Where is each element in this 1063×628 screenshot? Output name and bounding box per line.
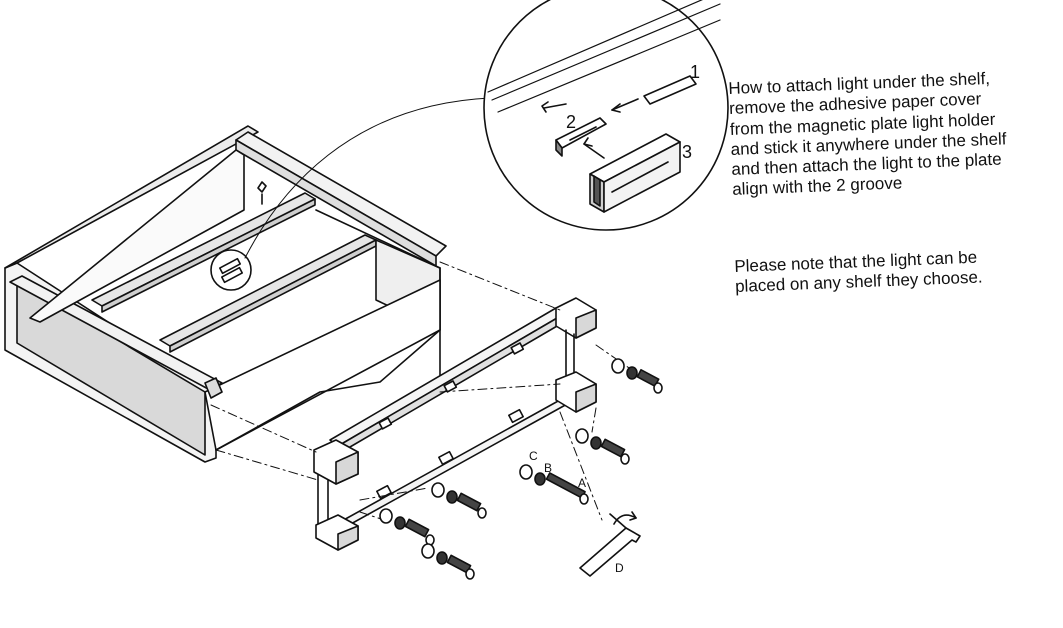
bolt-set-left-upper xyxy=(379,508,435,546)
bolt-set-labeled xyxy=(519,464,589,505)
hex-key-d xyxy=(579,511,641,577)
bolt-set-left-lower xyxy=(421,543,475,580)
washer-b xyxy=(534,472,546,486)
part-label-b: B xyxy=(544,461,552,475)
inset-label-1: 1 xyxy=(690,62,700,82)
adhesive-paper-cover xyxy=(643,75,697,105)
detail-inset xyxy=(244,0,729,259)
inset-label-2: 2 xyxy=(566,112,576,132)
shelf-unit xyxy=(4,125,447,463)
part-label-c: C xyxy=(529,449,538,463)
inset-label-3: 3 xyxy=(682,142,692,162)
bolt-set-right-front xyxy=(575,428,630,465)
bolt-set-middle xyxy=(431,482,487,519)
instructions-text: How to attach light under the shelf, rem… xyxy=(728,68,1008,200)
part-label-d: D xyxy=(615,561,624,575)
washer-c xyxy=(519,464,533,480)
light-holder-detail-circle xyxy=(210,249,252,291)
base-frame xyxy=(313,297,597,551)
inset-leader-line xyxy=(244,97,491,259)
shelf-back-rail xyxy=(235,131,447,257)
fasteners xyxy=(379,358,663,580)
bolt-set-right-back xyxy=(611,358,663,394)
part-label-a: A xyxy=(578,476,586,490)
